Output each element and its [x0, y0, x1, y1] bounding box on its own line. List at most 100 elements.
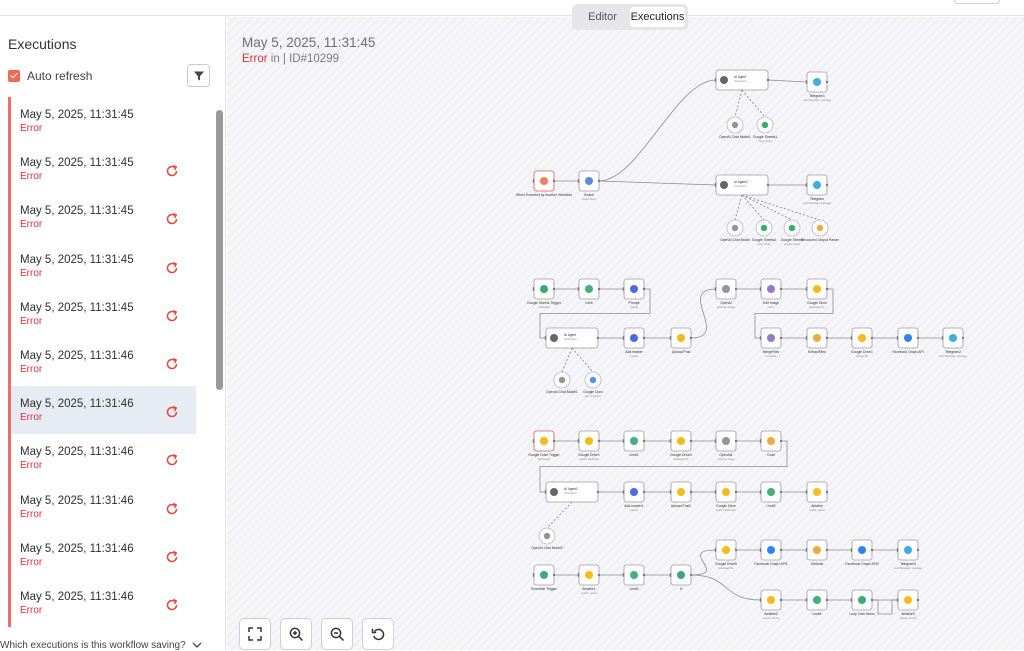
workflow-node[interactable]: Schedule Trigger	[531, 564, 558, 591]
input-handle[interactable]	[544, 490, 547, 494]
workflow-node[interactable]: If	[669, 564, 693, 591]
output-handle[interactable]	[734, 548, 738, 552]
input-handle[interactable]	[532, 179, 535, 183]
input-handle[interactable]	[577, 573, 580, 577]
input-handle[interactable]	[669, 439, 672, 443]
workflow-node[interactable]: Code	[759, 430, 783, 457]
retry-icon[interactable]	[165, 212, 179, 226]
output-handle[interactable]	[642, 287, 646, 291]
retry-icon[interactable]	[165, 309, 179, 323]
retry-icon[interactable]	[165, 261, 179, 275]
output-handle[interactable]	[825, 490, 829, 494]
filter-button[interactable]	[187, 64, 210, 87]
output-handle[interactable]	[825, 183, 829, 187]
input-handle[interactable]	[805, 490, 808, 494]
output-handle[interactable]	[870, 336, 874, 340]
workflow-node[interactable]: OpenAI Chat Model	[720, 219, 750, 242]
input-handle[interactable]	[669, 336, 672, 340]
tab-executions[interactable]: Executions	[630, 7, 685, 27]
input-handle[interactable]	[622, 573, 625, 577]
input-handle[interactable]	[805, 598, 808, 602]
retry-icon[interactable]	[165, 357, 179, 371]
header-action-button[interactable]	[954, 0, 1000, 4]
output-handle[interactable]	[596, 490, 600, 494]
output-handle[interactable]	[870, 548, 874, 552]
sidebar-scrollbar[interactable]	[216, 110, 223, 390]
output-handle[interactable]	[734, 287, 738, 291]
input-handle[interactable]	[714, 490, 717, 494]
input-handle[interactable]	[805, 183, 808, 187]
input-handle[interactable]	[896, 336, 899, 340]
output-handle[interactable]	[642, 439, 646, 443]
output-handle[interactable]	[689, 490, 693, 494]
output-handle[interactable]	[766, 183, 770, 187]
input-handle[interactable]	[805, 287, 808, 291]
output-handle[interactable]	[779, 598, 783, 602]
retry-icon[interactable]	[165, 164, 179, 178]
input-handle[interactable]	[805, 80, 808, 84]
retry-icon[interactable]	[165, 550, 179, 564]
zoom-in-button[interactable]	[280, 618, 312, 650]
input-handle[interactable]	[759, 336, 762, 340]
workflow-node[interactable]: OpenAI Chat Model1	[719, 116, 751, 139]
input-handle[interactable]	[669, 573, 672, 577]
input-handle[interactable]	[544, 336, 547, 340]
output-handle[interactable]	[825, 80, 829, 84]
output-handle[interactable]	[597, 287, 601, 291]
workflow-node[interactable]: Facebook Graph API	[892, 327, 924, 354]
input-handle[interactable]	[622, 490, 625, 494]
workflow-node[interactable]: Upload Post1	[669, 481, 693, 508]
input-handle[interactable]	[622, 336, 625, 340]
input-handle[interactable]	[759, 548, 762, 552]
workflow-node[interactable]: Limit	[577, 278, 601, 305]
output-handle[interactable]	[596, 336, 600, 340]
input-handle[interactable]	[805, 548, 808, 552]
output-handle[interactable]	[552, 179, 556, 183]
output-handle[interactable]	[825, 287, 829, 291]
workflow-node[interactable]: Limit1	[622, 430, 646, 457]
input-handle[interactable]	[896, 548, 899, 552]
workflow-node[interactable]: AIModel	[805, 539, 829, 566]
output-handle[interactable]	[689, 439, 693, 443]
output-handle[interactable]	[916, 548, 920, 552]
input-handle[interactable]	[622, 287, 625, 291]
output-handle[interactable]	[597, 573, 601, 577]
input-handle[interactable]	[532, 287, 535, 291]
input-handle[interactable]	[714, 287, 717, 291]
output-handle[interactable]	[552, 287, 556, 291]
retry-icon[interactable]	[165, 405, 179, 419]
output-handle[interactable]	[825, 336, 829, 340]
input-handle[interactable]	[759, 598, 762, 602]
output-handle[interactable]	[734, 490, 738, 494]
saving-info-link[interactable]: Which executions is this workflow saving…	[0, 640, 202, 651]
tab-editor[interactable]: Editor	[588, 11, 617, 23]
output-handle[interactable]	[642, 573, 646, 577]
input-handle[interactable]	[577, 179, 580, 183]
workflow-node[interactable]: Limit4	[805, 589, 829, 616]
